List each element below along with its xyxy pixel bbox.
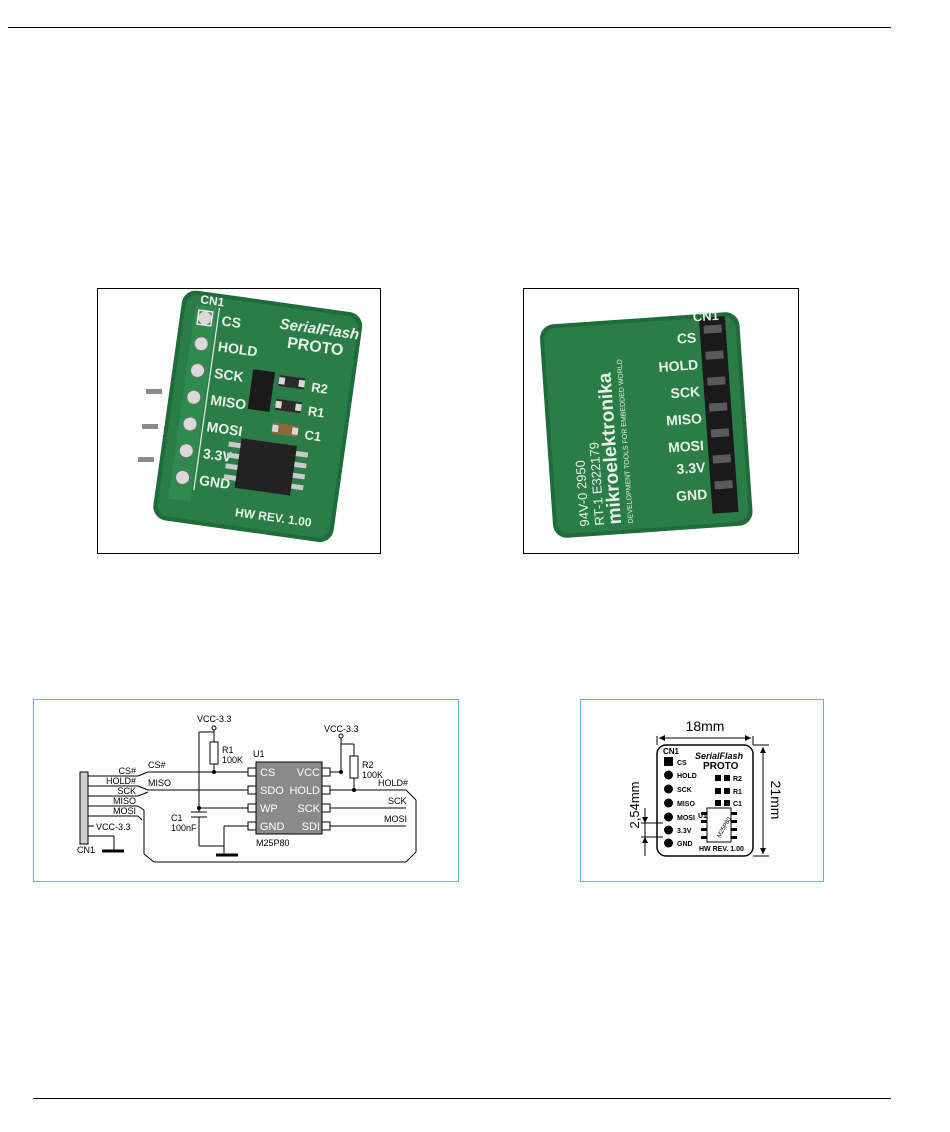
back-pin-label: MISO bbox=[666, 410, 703, 428]
schematic-net-miso: MISO bbox=[148, 778, 171, 788]
back-pin-label: HOLD bbox=[658, 356, 699, 375]
schematic-vcc-left: VCC-3.3 bbox=[197, 714, 232, 724]
schematic-connector-label: MISO bbox=[113, 796, 136, 806]
dimensions-pin-label: SCK bbox=[677, 787, 692, 794]
front-part-label: R2 bbox=[310, 380, 329, 397]
back-pin-label: 3.3V bbox=[676, 459, 707, 477]
schematic-chip-pin: VCC bbox=[297, 767, 320, 779]
dimensions-revision: HW REV. 1.00 bbox=[699, 846, 744, 853]
back-connector-label: CN1 bbox=[692, 308, 719, 325]
front-pin-label: MISO bbox=[210, 392, 248, 413]
dimensions-pin-label: GND bbox=[677, 841, 693, 848]
dimensions-part-label: R2 bbox=[733, 776, 742, 783]
schematic-connector-label: CS# bbox=[118, 766, 136, 776]
dimensions-pin-label: CS bbox=[677, 760, 687, 767]
dimensions-u1-label: U1 bbox=[698, 813, 707, 820]
dimensions-board-subtitle: PROTO bbox=[703, 761, 739, 772]
schematic-connector-label: MOSI bbox=[113, 806, 136, 816]
dimensions-pitch-label: 2,54mm bbox=[627, 782, 642, 829]
dimensions-height-label: 21mm bbox=[768, 781, 784, 820]
schematic-chip-pin: SDI bbox=[302, 821, 320, 833]
schematic-net-cs: CS# bbox=[148, 760, 166, 770]
schematic-net-hold: HOLD# bbox=[378, 778, 408, 788]
schematic-connector-label: VCC-3.3 bbox=[96, 822, 131, 832]
schematic-connector-label: SCK bbox=[117, 786, 136, 796]
schematic-chip-pin: HOLD bbox=[289, 785, 320, 797]
schematic-r1-label: R1 bbox=[222, 745, 234, 755]
schematic-c1-label: C1 bbox=[171, 813, 183, 823]
schematic-connector-name: CN1 bbox=[77, 845, 95, 855]
schematic-u1-label: U1 bbox=[253, 749, 265, 759]
back-header-pins bbox=[698, 316, 739, 514]
front-part-label: R1 bbox=[307, 403, 326, 420]
front-board-illustration: CN1 CS HOLD SCK MISO MOSI 3.3V GND Seria… bbox=[138, 290, 363, 543]
dimensions-pin-label: MISO bbox=[677, 801, 695, 808]
dimensions-pin-label: 3.3V bbox=[677, 828, 692, 835]
front-smd-parts bbox=[247, 369, 306, 438]
dimensions-part-label: R1 bbox=[733, 789, 742, 796]
dimensions-width-label: 18mm bbox=[686, 718, 725, 734]
schematic-net-mosi: MOSI bbox=[384, 814, 407, 824]
schematic-connector-label: HOLD# bbox=[106, 776, 136, 786]
front-pin-label: SCK bbox=[213, 365, 245, 385]
front-part-label: C1 bbox=[304, 427, 323, 444]
back-pin-label: MOSI bbox=[668, 437, 705, 455]
dimensions-header-pins bbox=[664, 757, 673, 848]
bottom-rule bbox=[33, 1098, 891, 1099]
back-pin-label: SCK bbox=[670, 383, 701, 401]
dimensions-pin-label: MOSI bbox=[677, 815, 695, 822]
schematic-chip-pin: SDO bbox=[260, 785, 284, 797]
schematic-vcc-right: VCC-3.3 bbox=[324, 724, 359, 734]
front-connector-label: CN1 bbox=[200, 292, 226, 309]
back-board-photo: CN1 CS HOLD SCK MISO MOSI 3.3V GND mikro… bbox=[523, 288, 799, 554]
dimensions-connector-label: CN1 bbox=[663, 747, 680, 756]
schematic-diagram: VCC-3.3 VCC-3.3 R1 100K R2 100K C1 100nF… bbox=[77, 714, 417, 863]
schematic-chip-body bbox=[255, 761, 323, 835]
back-cert-line2: RT-1 E322179 bbox=[586, 442, 607, 526]
dimensions-board-title: SerialFlash bbox=[695, 751, 744, 761]
schematic-panel: VCC-3.3 VCC-3.3 R1 100K R2 100K C1 100nF… bbox=[33, 699, 459, 882]
dimensions-smd-parts bbox=[701, 775, 737, 839]
dimensions-part-label: C1 bbox=[733, 801, 742, 808]
back-pin-label: GND bbox=[676, 486, 708, 504]
back-pin-label: CS bbox=[676, 329, 697, 346]
dimensions-diagram: 18mm 21mm 2,54mm CN1 SerialFlash PROTO C… bbox=[627, 718, 784, 857]
dimensions-panel: 18mm 21mm 2,54mm CN1 SerialFlash PROTO C… bbox=[580, 699, 824, 882]
schematic-net-sck: SCK bbox=[388, 796, 407, 806]
front-board-photo: CN1 CS HOLD SCK MISO MOSI 3.3V GND Seria… bbox=[97, 288, 381, 554]
schematic-r2-value: 100K bbox=[362, 770, 383, 780]
schematic-chip-pin: CS bbox=[260, 767, 275, 779]
back-cert-line1: 94V-0 2950 bbox=[573, 460, 593, 527]
schematic-r2-label: R2 bbox=[362, 760, 374, 770]
top-rule bbox=[8, 27, 891, 28]
schematic-c1-value: 100nF bbox=[171, 823, 197, 833]
schematic-chip-pin: SCK bbox=[297, 803, 320, 815]
schematic-chip-name: M25P80 bbox=[256, 838, 290, 848]
front-header-pins bbox=[168, 304, 218, 502]
front-pin-label: 3.3V bbox=[202, 445, 233, 465]
front-pin-label: HOLD bbox=[217, 338, 259, 359]
front-flash-chip bbox=[223, 438, 309, 496]
back-board-illustration: CN1 CS HOLD SCK MISO MOSI 3.3V GND mikro… bbox=[539, 308, 753, 538]
front-pin-label: CS bbox=[221, 312, 242, 331]
schematic-chip-pin: GND bbox=[260, 821, 285, 833]
front-pin-label: GND bbox=[198, 472, 231, 492]
schematic-chip-pin: WP bbox=[260, 803, 278, 815]
front-pin-label: MOSI bbox=[206, 418, 244, 439]
schematic-r1-value: 100K bbox=[222, 755, 243, 765]
dimensions-pin-label: HOLD bbox=[677, 773, 697, 780]
